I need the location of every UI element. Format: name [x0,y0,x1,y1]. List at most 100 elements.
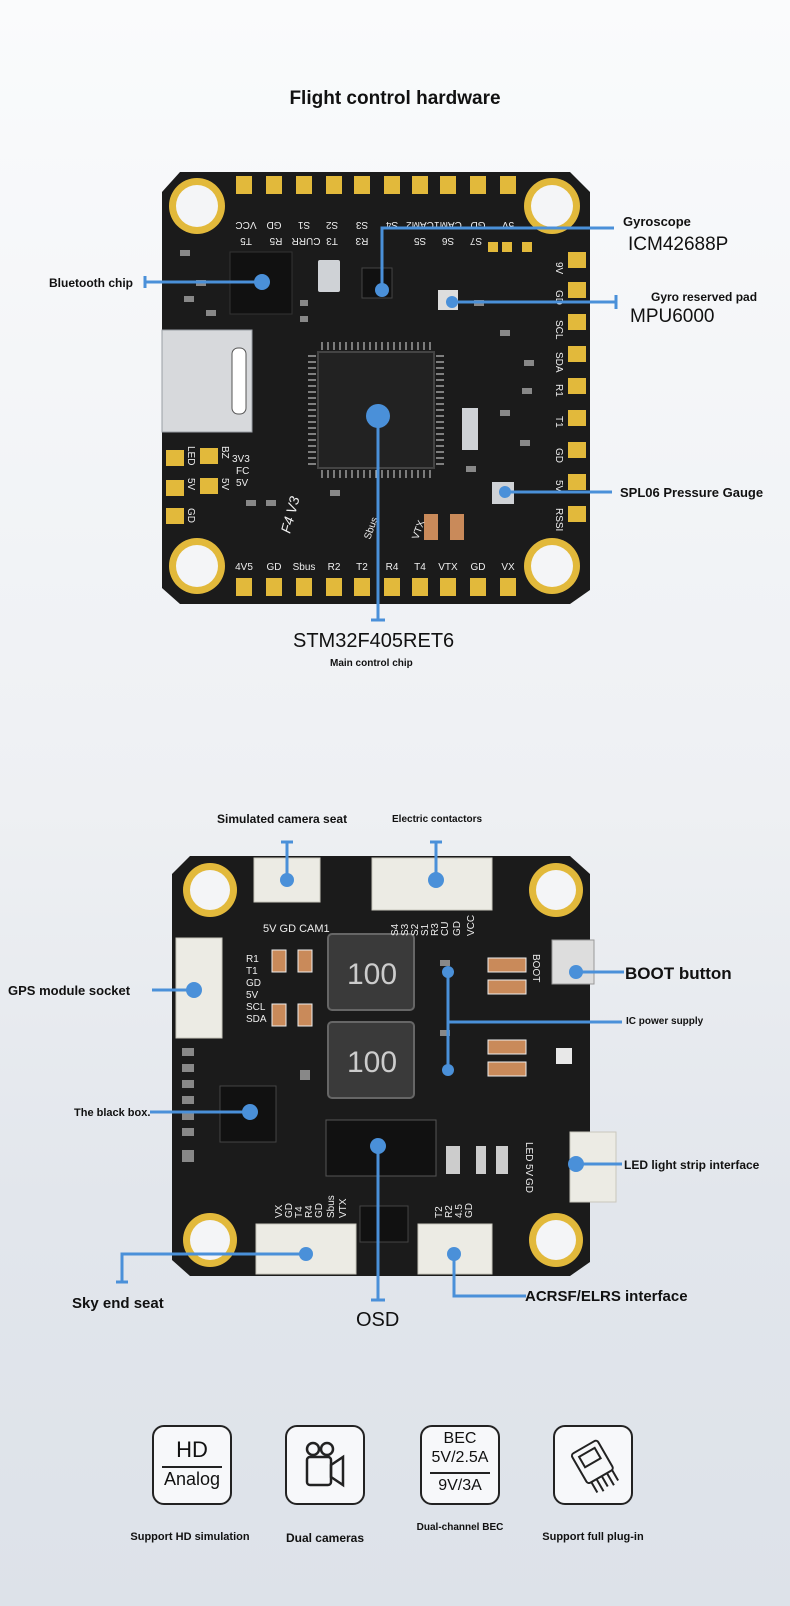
svg-text:T2: T2 [356,562,368,573]
svg-text:100: 100 [347,1046,397,1079]
svg-text:T3: T3 [326,235,338,246]
svg-text:S2: S2 [325,219,338,230]
svg-text:LED: LED [523,1142,534,1161]
plug-icon [553,1425,633,1505]
svg-text:GD: GD [246,978,261,989]
feature-caption: Dual cameras [285,1531,365,1545]
svg-text:R4: R4 [304,1205,315,1218]
svg-text:CU: CU [440,922,451,936]
svg-text:5V: 5V [246,990,259,1001]
mcu-label: Main control chip [330,658,413,669]
svg-text:SDA: SDA [246,1014,267,1025]
mcu-model: STM32F405RET6 [293,630,455,652]
boot-button-label: BOOT button [625,964,732,983]
svg-text:5V: 5V [553,480,564,493]
feature-caption: Dual-channel BEC [416,1522,504,1533]
svg-text:5V GD CAM1: 5V GD CAM1 [263,923,330,935]
svg-text:R1: R1 [246,954,259,965]
svg-text:Sbus: Sbus [293,562,316,573]
svg-text:BOOT: BOOT [530,954,541,982]
camera-seat-label: Simulated camera seat [217,812,348,826]
svg-text:CURR: CURR [292,235,321,246]
svg-text:SCL: SCL [246,1002,266,1013]
gyro-reserved-label: Gyro reserved pad [651,290,758,304]
svg-text:S6: S6 [441,235,454,246]
pressure-gauge-label: SPL06 Pressure Gauge [620,485,764,500]
svg-text:BZ: BZ [219,446,230,459]
svg-text:S1: S1 [297,219,310,230]
svg-text:GD: GD [284,1203,295,1218]
blackbox-label: The black box. [74,1107,151,1119]
svg-text:T1: T1 [553,416,564,428]
gyroscope-model: ICM42688P [628,234,729,255]
elrs-label: ACRSF/ELRS interface [525,1288,688,1305]
svg-text:SCL: SCL [553,320,564,340]
svg-text:GD: GD [471,219,486,230]
ic-power-label: IC power supply [626,1016,704,1027]
svg-text:VCC: VCC [466,915,477,936]
svg-text:LED: LED [185,446,196,465]
svg-text:GD: GD [185,508,196,523]
svg-text:S7: S7 [469,235,482,246]
svg-text:3V3: 3V3 [232,454,250,465]
svg-text:R2: R2 [444,1205,455,1218]
svg-text:S1: S1 [420,923,431,936]
svg-text:5V: 5V [219,478,230,491]
svg-text:9V: 9V [553,262,564,275]
svg-text:R3: R3 [355,235,368,246]
svg-text:S4: S4 [385,219,398,230]
gyroscope-label: Gyroscope [623,214,691,229]
top-callout-lines [143,226,618,622]
svg-text:5V: 5V [502,219,515,230]
feature-caption: Support full plug-in [542,1531,644,1543]
svg-text:S3: S3 [400,923,411,936]
hd-analog-icon: HD Analog [152,1425,232,1505]
svg-text:GD: GD [523,1178,534,1193]
sky-end-label: Sky end seat [72,1295,164,1312]
svg-text:5V: 5V [523,1164,534,1177]
svg-text:GD: GD [267,562,282,573]
svg-text:CAM1: CAM1 [434,219,462,230]
svg-text:SDA: SDA [553,352,564,373]
svg-text:T4: T4 [414,562,426,573]
osd-label: OSD [356,1309,400,1331]
svg-text:VX: VX [274,1204,285,1218]
led-strip-label: LED light strip interface [624,1158,760,1172]
svg-text:GD: GD [553,448,564,463]
svg-text:4V5: 4V5 [235,562,253,573]
svg-text:T4: T4 [294,1206,305,1218]
svg-text:GD: GD [553,290,564,305]
svg-text:100: 100 [347,958,397,991]
svg-text:5V: 5V [185,478,196,491]
gps-socket-label: GPS module socket [8,983,131,998]
page-title: Flight control hardware [289,88,501,109]
svg-text:GD: GD [471,562,486,573]
svg-text:FC: FC [236,466,249,477]
svg-text:T1: T1 [246,966,258,977]
svg-text:CAM2: CAM2 [406,219,434,230]
feature-caption: Support HD simulation [130,1531,250,1543]
svg-text:R2: R2 [328,562,341,573]
svg-text:R3: R3 [430,923,441,936]
bluetooth-chip-label: Bluetooth chip [49,276,133,290]
svg-text:S5: S5 [413,235,426,246]
svg-text:T5: T5 [240,235,252,246]
svg-text:S2: S2 [410,923,421,936]
svg-text:Sbus: Sbus [326,1195,337,1218]
gyro-reserved-model: MPU6000 [630,306,715,327]
svg-text:R4: R4 [386,562,399,573]
camera-icon [285,1425,365,1505]
svg-text:T2: T2 [434,1206,445,1218]
svg-text:VCC: VCC [235,219,256,230]
svg-text:GD: GD [267,219,282,230]
svg-text:VTX: VTX [438,562,458,573]
svg-text:RSSI: RSSI [553,508,564,531]
svg-text:VTX: VTX [338,1198,349,1218]
svg-text:R1: R1 [553,384,564,397]
svg-text:R5: R5 [269,235,282,246]
contactors-label: Electric contactors [392,814,483,825]
svg-text:GD: GD [452,921,463,936]
svg-text:S3: S3 [355,219,368,230]
bec-icon: BEC 5V/2.5A 9V/3A [420,1425,500,1505]
